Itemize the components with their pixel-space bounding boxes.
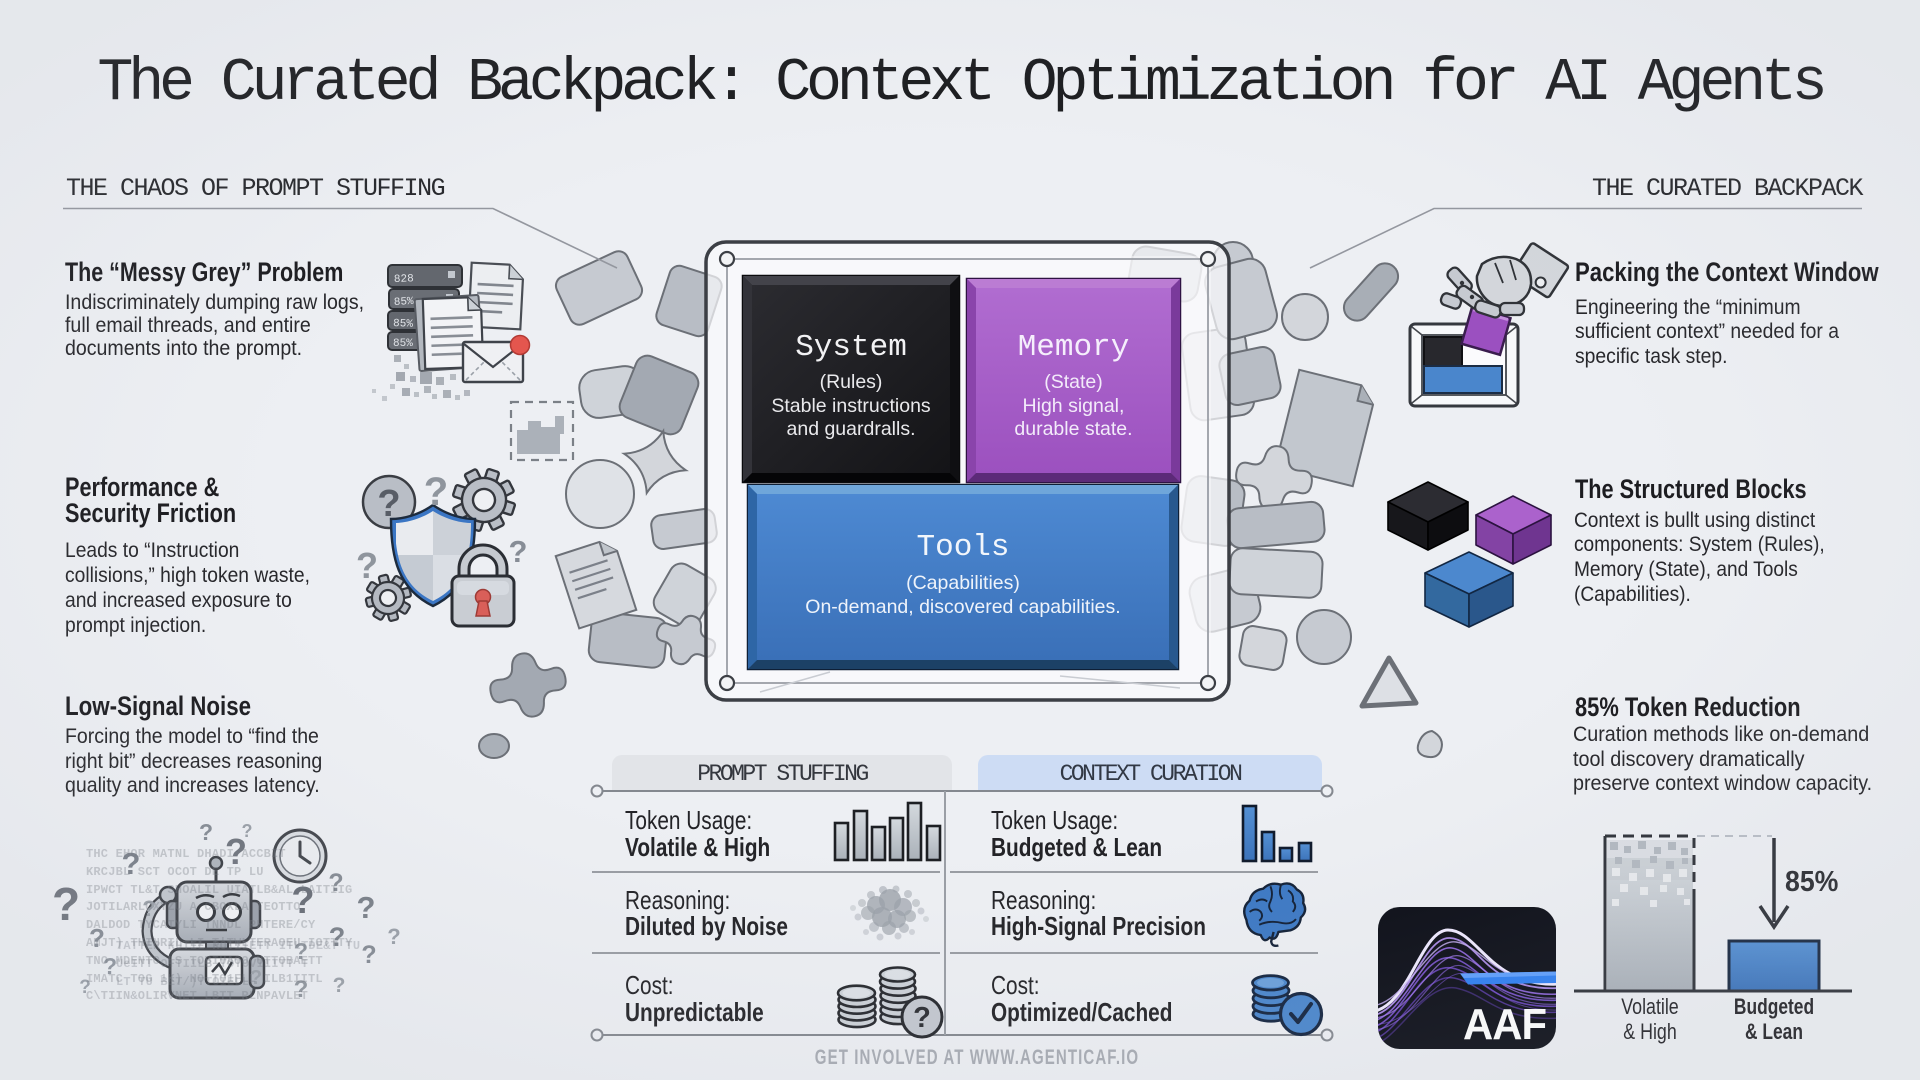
svg-text:?: ? bbox=[913, 1002, 931, 1034]
svg-text:85%: 85% bbox=[394, 296, 415, 309]
svg-text:?: ? bbox=[122, 846, 141, 881]
svg-text:?: ? bbox=[509, 534, 528, 569]
svg-text:?: ? bbox=[294, 976, 309, 1003]
svg-text:?: ? bbox=[294, 938, 308, 964]
svg-text:?: ? bbox=[387, 924, 400, 949]
svg-text:?: ? bbox=[328, 869, 343, 897]
svg-text:?: ? bbox=[356, 545, 378, 586]
svg-text:85%: 85% bbox=[393, 318, 414, 331]
svg-text:?: ? bbox=[89, 923, 105, 953]
svg-text:?: ? bbox=[242, 821, 253, 841]
svg-text:?: ? bbox=[79, 977, 91, 998]
svg-text:?: ? bbox=[225, 831, 247, 872]
svg-text:?: ? bbox=[357, 890, 376, 925]
svg-text:?: ? bbox=[52, 878, 80, 930]
svg-text:?: ? bbox=[329, 922, 346, 952]
svg-text:?: ? bbox=[250, 967, 262, 989]
svg-text:?: ? bbox=[291, 880, 314, 922]
svg-text:828: 828 bbox=[394, 273, 414, 286]
svg-text:?: ? bbox=[333, 974, 346, 997]
svg-text:?: ? bbox=[199, 819, 213, 845]
svg-text:85%: 85% bbox=[393, 338, 413, 350]
svg-text:?: ? bbox=[361, 941, 376, 969]
svg-text:?: ? bbox=[424, 470, 448, 514]
svg-text:?: ? bbox=[103, 953, 117, 979]
svg-text:?: ? bbox=[377, 483, 400, 525]
svg-text:?: ? bbox=[142, 896, 155, 921]
